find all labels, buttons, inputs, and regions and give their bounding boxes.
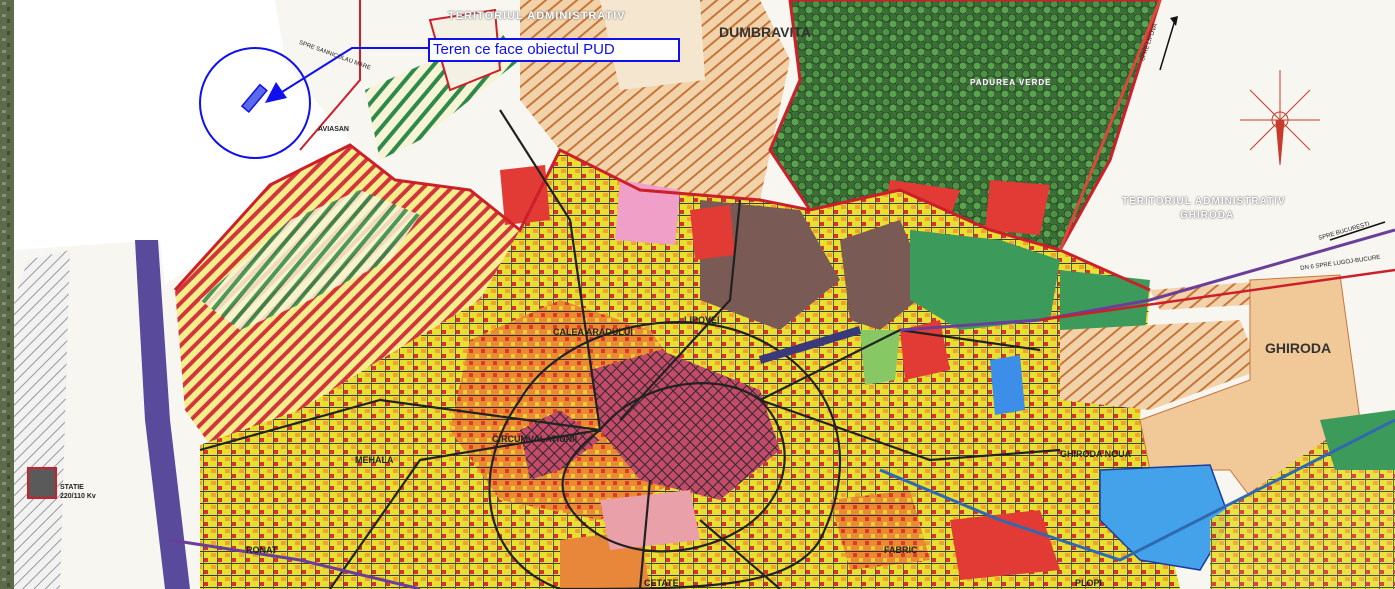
label-lipovei: LIPOVEI <box>684 315 720 325</box>
label-cetate: CETATE <box>644 578 679 588</box>
north-arrow <box>1240 70 1320 166</box>
label-statie-voltage: 220/110 Kv <box>60 493 96 500</box>
label-statie: STATIE <box>60 484 84 491</box>
label-fabric: FABRIC <box>884 545 918 555</box>
label-ghiroda: GHIRODA <box>1265 340 1332 356</box>
pud-site-callout: Teren ce face obiectul PUD <box>428 38 680 62</box>
label-territory-ghiroda-name: GHIRODA <box>1180 210 1235 221</box>
label-aviasan: AVIASAN <box>318 126 349 133</box>
label-dumbravita: DUMBRAVITA <box>719 24 812 40</box>
label-padurea-verde: PADUREA VERDE <box>970 78 1052 87</box>
label-territory-dumbravita: TERITORIUL ADMINISTRATIV <box>448 10 626 22</box>
label-calea-aradului: CALEA ARADULUI <box>553 327 633 337</box>
label-plopi: PLOPI <box>1075 578 1103 588</box>
label-ghiroda-noua: GHIRODA NOUA <box>1060 449 1132 459</box>
label-circumvalatiunii: CIRCUMVALATIUNII <box>492 434 578 444</box>
label-mehala: MEHALA <box>355 455 394 465</box>
label-territory-ghiroda: TERITORIUL ADMINISTRATIV <box>1122 196 1286 207</box>
label-ronat: RONAT <box>246 545 278 555</box>
